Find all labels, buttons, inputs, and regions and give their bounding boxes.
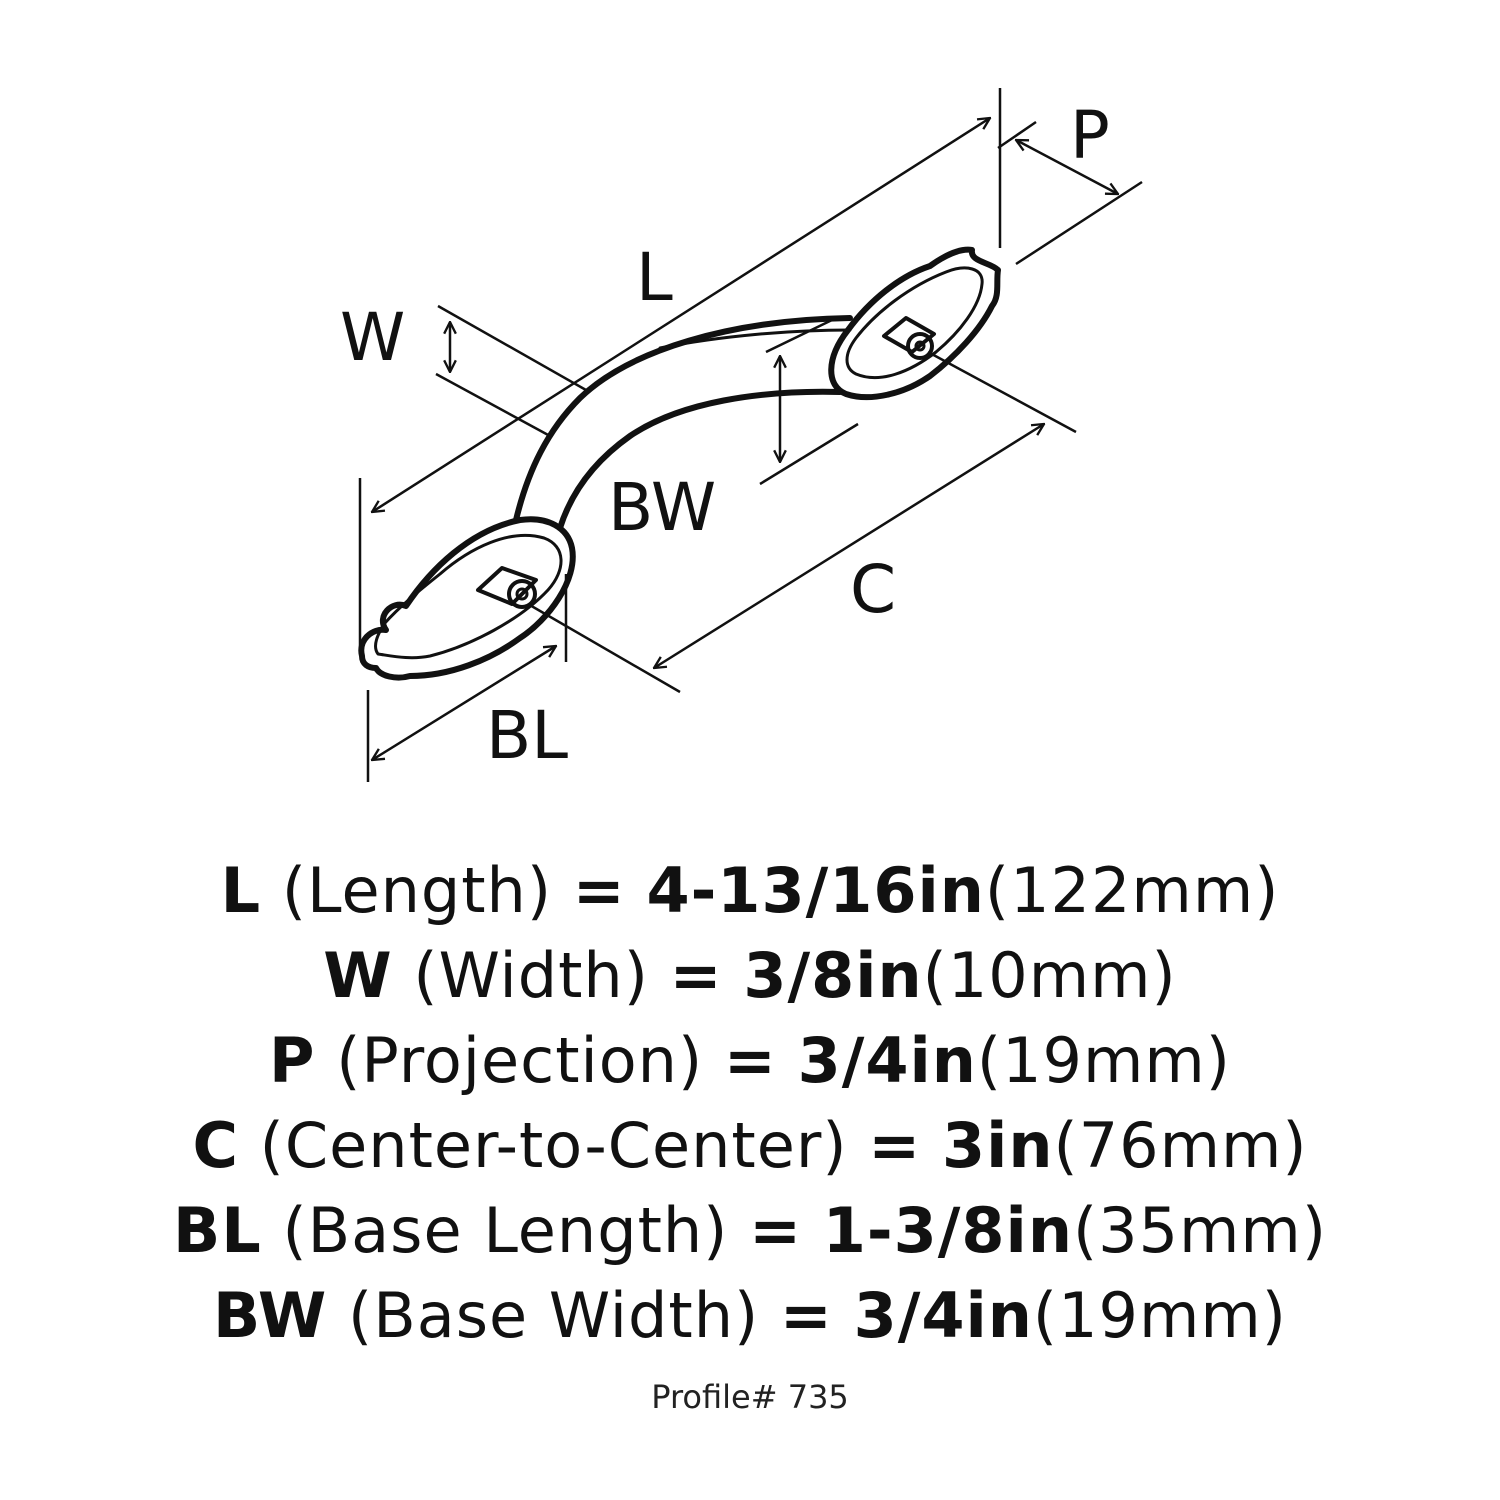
center-dimension (654, 424, 1044, 668)
width-extension-bottom (435, 372, 551, 438)
label-w: W (340, 299, 405, 376)
label-c: C (850, 551, 896, 628)
spec-name: (Length) (281, 854, 553, 927)
spec-code: L (220, 854, 262, 927)
spec-code: BW (213, 1279, 328, 1352)
spec-code: C (192, 1109, 239, 1182)
center-extension-left (527, 602, 681, 694)
spec-mm-value: (76mm) (1053, 1109, 1308, 1182)
handle-dimension-diagram: L W P BW C BL (340, 88, 1143, 782)
projection-extension-top (997, 120, 1037, 150)
base-length-dimension (372, 646, 556, 760)
profile-number: Profile# 735 (651, 1378, 849, 1416)
base-width-extension-bottom (759, 422, 859, 486)
spec-name: (Base Width) (348, 1279, 760, 1352)
width-extension-top (437, 304, 587, 392)
spec-length: L (Length) = 4-13/16in(122mm) (0, 848, 1500, 933)
spec-center-to-center: C (Center-to-Center) = 3in(76mm) (0, 1103, 1500, 1188)
spec-mm-value: (19mm) (1032, 1279, 1287, 1352)
spec-name: (Base Length) (282, 1194, 729, 1267)
spec-equals: = (779, 1279, 833, 1352)
spec-name: (Projection) (336, 1024, 704, 1097)
dimension-spec-list: L (Length) = 4-13/16in(122mm) W (Width) … (0, 848, 1500, 1358)
spec-mm-value: (122mm) (984, 854, 1280, 927)
spec-base-length: BL (Base Length) = 1-3/8in(35mm) (0, 1188, 1500, 1273)
spec-equals: = (868, 1109, 922, 1182)
base-width-extension-top (765, 318, 833, 354)
label-bl: BL (486, 697, 568, 774)
spec-equals: = (572, 854, 626, 927)
right-mount-post (882, 316, 936, 360)
spec-name: (Center-to-Center) (259, 1109, 848, 1182)
label-bw: BW (608, 469, 716, 546)
spec-equals: = (723, 1024, 777, 1097)
spec-code: P (269, 1024, 316, 1097)
left-mount-post (476, 566, 538, 609)
spec-code: W (323, 939, 393, 1012)
projection-dimension (1016, 140, 1118, 194)
dimension-lines (358, 88, 1143, 782)
pull-handle-drawing (358, 246, 1001, 681)
spec-inch-value: 1-3/8in (822, 1194, 1073, 1267)
spec-base-width: BW (Base Width) = 3/4in(19mm) (0, 1273, 1500, 1358)
spec-inch-value: 3/4in (853, 1279, 1033, 1352)
spec-code: BL (172, 1194, 262, 1267)
spec-width: W (Width) = 3/8in(10mm) (0, 933, 1500, 1018)
spec-mm-value: (19mm) (976, 1024, 1231, 1097)
spec-equals: = (749, 1194, 803, 1267)
projection-extension-bottom (1015, 180, 1143, 266)
spec-projection: P (Projection) = 3/4in(19mm) (0, 1018, 1500, 1103)
label-l: L (636, 239, 673, 316)
spec-inch-value: 3in (941, 1109, 1054, 1182)
spec-inch-value: 3/4in (797, 1024, 977, 1097)
spec-name: (Width) (413, 939, 649, 1012)
center-extension-right (927, 350, 1077, 434)
spec-inch-value: 3/8in (743, 939, 923, 1012)
spec-mm-value: (10mm) (922, 939, 1177, 1012)
label-p: P (1070, 97, 1110, 174)
spec-mm-value: (35mm) (1072, 1194, 1328, 1267)
spec-inch-value: 4-13/16in (646, 854, 985, 927)
spec-equals: = (669, 939, 723, 1012)
length-dimension (372, 118, 990, 512)
